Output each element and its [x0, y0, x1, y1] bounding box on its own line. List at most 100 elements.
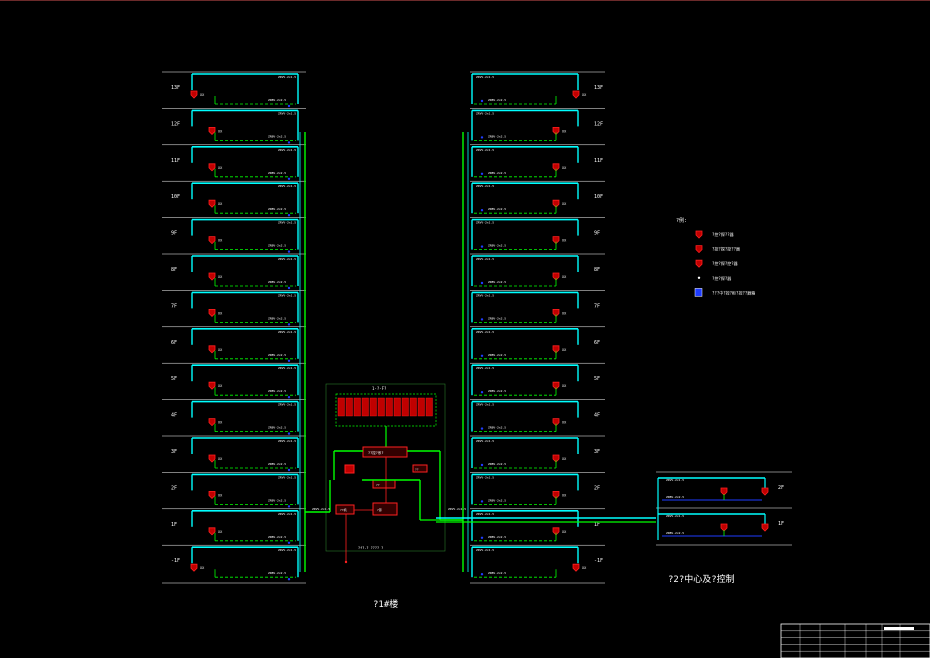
module-unit — [393, 397, 401, 417]
detector-icon — [552, 454, 560, 463]
detector-shape — [552, 454, 560, 463]
module-unit — [337, 397, 345, 417]
detector-icon — [720, 523, 728, 532]
detector-icon — [552, 491, 560, 499]
device-tag: XX — [562, 348, 567, 352]
floor-label-3F: 3F — [594, 449, 600, 455]
detector-shape — [552, 163, 560, 172]
detector-shape — [552, 381, 560, 390]
sub-box-c-label: ?? — [376, 483, 380, 487]
legend-heading: ?例: — [676, 217, 687, 224]
cable-label: ZRVV-2x1.5 — [476, 293, 494, 297]
floor-label-11F: 11F — [171, 158, 180, 164]
floor-label-7F: 7F — [594, 303, 600, 309]
device-tag: XX — [562, 239, 567, 243]
device-tag: XX — [200, 93, 205, 97]
cable-label: ZRVV-2x1.5 — [278, 439, 296, 443]
signal-dot — [480, 136, 484, 139]
signal-dot — [287, 177, 291, 180]
cable-label: ZRBV-2x2.5 — [268, 280, 286, 284]
side-building-title: ?2?中心及?控制 — [668, 573, 735, 585]
device-tag: XX — [562, 275, 567, 279]
cable-label: ZRBV-2x2.5 — [268, 207, 286, 211]
cable-label: ZRVV-2x1.5 — [476, 512, 494, 516]
sub-box-b — [412, 464, 428, 473]
module-unit — [361, 397, 369, 417]
device-tag: XX — [562, 493, 567, 497]
floor-label-12F: 12F — [171, 121, 180, 127]
detector-icon — [720, 487, 728, 496]
legend-horn-icon — [695, 259, 703, 268]
cable-label: ZRBV-2x2.5 — [268, 171, 286, 175]
cable-label: ZRBV-2x2.5 — [666, 495, 684, 499]
legend-box-icon — [694, 288, 703, 297]
floor-label-6F: 6F — [594, 340, 600, 346]
legend-item-text: ?控?探?器 — [712, 275, 731, 281]
legend-horn-icon — [695, 245, 703, 254]
cable-label: ZRBV-2x2.5 — [268, 498, 286, 502]
cable-label: ZRBV-2x2.5 — [268, 134, 286, 138]
device-tag: XX — [562, 530, 567, 534]
detector-shape — [761, 523, 769, 532]
floor-label--1F: -1F — [594, 558, 603, 564]
legend: ?例:?控?探??器?控?探?控??器?控?探?控?器?控?探?器???中?控?… — [676, 217, 755, 297]
cable-label: ZRVV-2x1.5 — [278, 548, 296, 552]
floor-label-9F: 9F — [171, 231, 177, 237]
detector-icon — [208, 309, 216, 317]
signal-dot — [287, 141, 291, 144]
detector-shape — [208, 527, 216, 536]
device-tag: XX — [218, 348, 223, 352]
sub-box-b-label: ?? — [415, 468, 419, 472]
module-unit — [409, 397, 417, 417]
cable-label: ZRVV-2x1.5 — [278, 512, 296, 516]
side-floor-1F: 1F — [778, 521, 784, 527]
legend-horn-icon — [695, 230, 703, 239]
module-unit — [385, 397, 393, 417]
cable-label: ZRVV-2x1.5 — [666, 478, 684, 482]
detector-icon — [552, 527, 560, 536]
floor-label-2F: 2F — [171, 485, 177, 491]
module-unit — [345, 397, 353, 417]
floor-label-4F: 4F — [171, 413, 177, 419]
device-tag: XX — [218, 384, 223, 388]
right-tower-riser: 13FXXZRVV-2x1.5ZRBV-2x2.512FXXZRVV-2x1.5… — [462, 71, 605, 584]
signal-dot — [287, 214, 291, 217]
floor-label-1F: 1F — [171, 522, 177, 528]
device-tag: XX — [218, 129, 223, 133]
cable-label: ZRBV-2x2.5 — [488, 389, 506, 393]
legend-item-text: ?控?探?控?器 — [712, 260, 738, 266]
title-block — [780, 623, 930, 658]
main-controller-box — [362, 446, 408, 458]
cable-label: ZRVV-2x1.5 — [476, 548, 494, 552]
main-controller-label: ??控?系? — [368, 450, 383, 455]
detector-icon — [208, 272, 216, 281]
cable-label: ZRVV-2x1.5 — [278, 148, 296, 152]
signal-dot — [480, 536, 484, 539]
cable-label: ZRBV-2x2.5 — [488, 353, 506, 357]
detector-icon — [208, 454, 216, 463]
floor-label-1F: 1F — [594, 522, 600, 528]
signal-dot — [480, 354, 484, 357]
signal-dot — [480, 172, 484, 175]
detector-icon — [761, 523, 769, 532]
device-tag: XX — [218, 530, 223, 534]
detector-shape — [720, 487, 728, 496]
detector-shape — [552, 272, 560, 281]
signal-dot — [287, 505, 291, 508]
detector-icon — [208, 236, 216, 245]
detector-shape — [208, 199, 216, 208]
device-tag: XX — [218, 493, 223, 497]
detector-shape — [572, 90, 580, 99]
device-tag: XX — [562, 129, 567, 133]
title-block-mark — [884, 627, 914, 630]
cable-label: ZRVV-2x1.5 — [278, 293, 296, 297]
detector-icon — [208, 345, 216, 354]
signal-dot — [480, 209, 484, 212]
floor-label-5F: 5F — [594, 376, 600, 382]
cable-label: ZRBV-2x2.5 — [268, 316, 286, 320]
detector-shape — [720, 523, 728, 532]
cable-label: ZRVV-2x1.5 — [278, 330, 296, 334]
detector-icon — [572, 563, 580, 572]
detector-shape — [208, 236, 216, 245]
